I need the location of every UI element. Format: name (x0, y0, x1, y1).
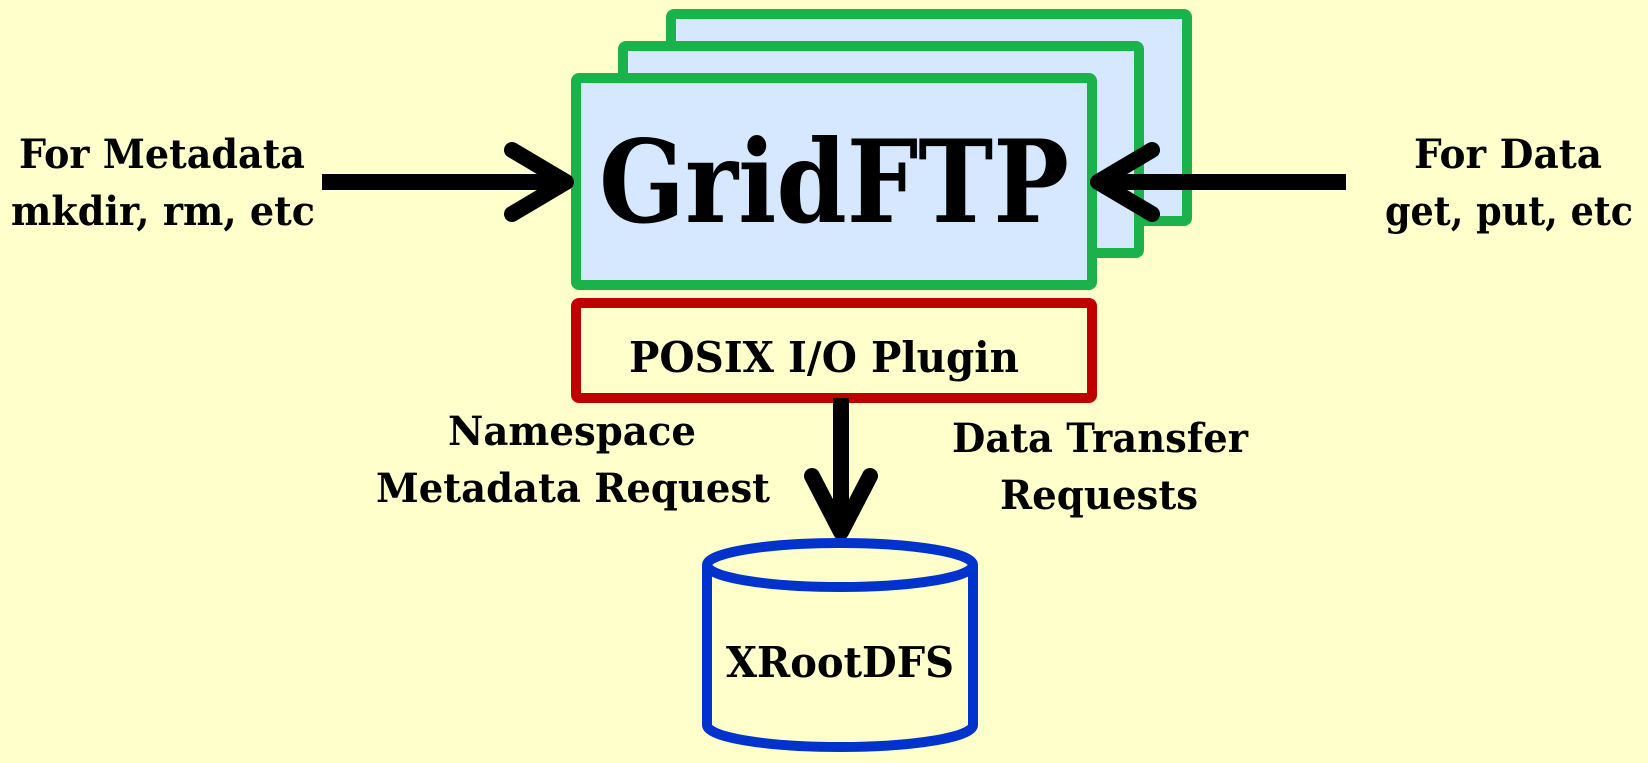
data-label-line1: For Data (1414, 131, 1602, 178)
plugin-label: POSIX I/O Plugin (629, 333, 1019, 382)
transfer-label-line2: Requests (1000, 472, 1198, 519)
xrootdfs-cylinder (702, 538, 978, 752)
data-arrow (1090, 142, 1346, 222)
transfer-label-line1: Data Transfer (952, 415, 1249, 462)
metadata-label-line1: For Metadata (19, 131, 305, 178)
data-label-line2: get, put, etc (1385, 188, 1633, 235)
metadata-label-line2: mkdir, rm, etc (11, 188, 315, 235)
namespace-label-line2: Metadata Request (376, 465, 771, 512)
xrootdfs-label: XRootDFS (726, 638, 954, 687)
gridftp-title: GridFTP (599, 115, 1069, 249)
storage-arrow (804, 398, 878, 540)
metadata-arrow (322, 142, 574, 222)
namespace-label-line1: Namespace (448, 408, 696, 455)
